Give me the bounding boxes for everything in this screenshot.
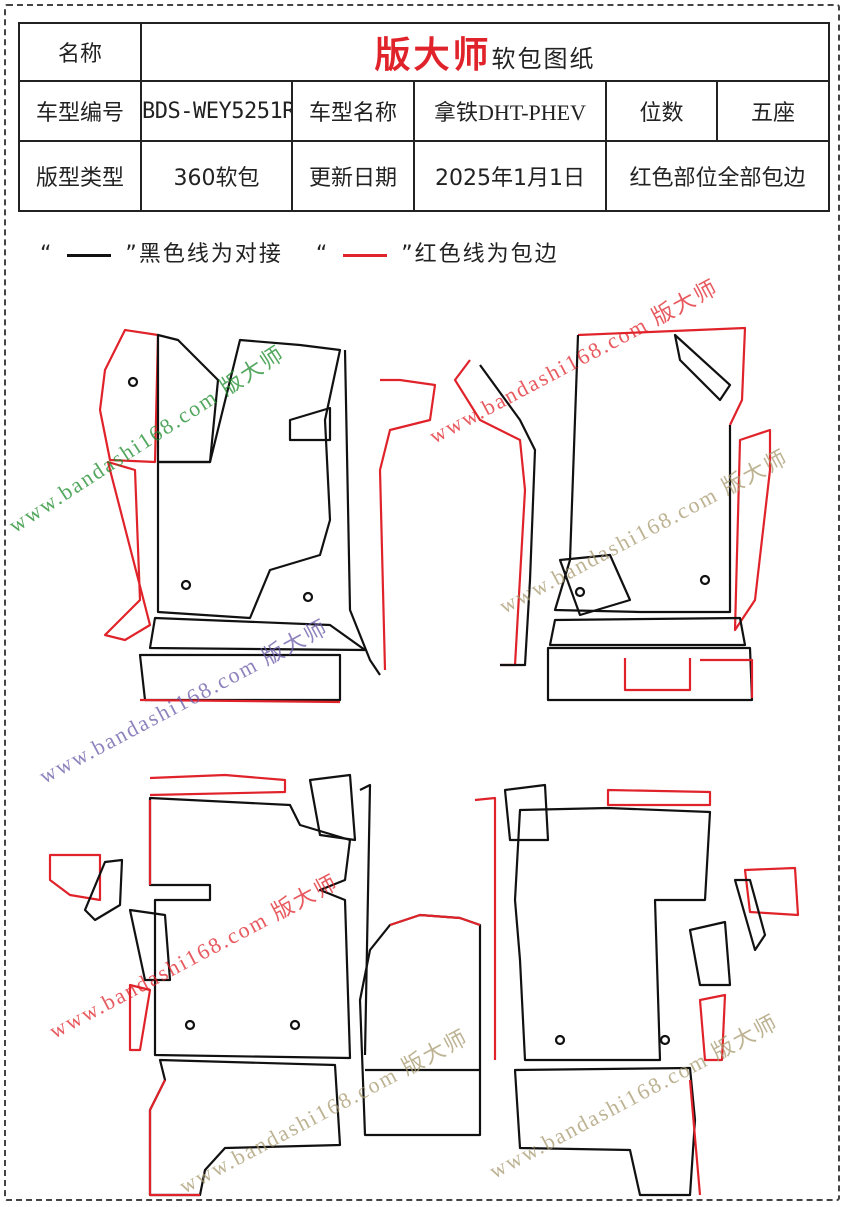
name-label: 名称 [18,22,142,82]
seats-value: 五座 [715,80,831,142]
quote: “ [40,242,54,267]
update-date: 2025年1月1日 [413,140,607,212]
page-border [4,4,840,1201]
model-code-label: 车型编号 [18,80,142,142]
model-name: 拿铁DHT-PHEV [413,80,607,142]
black-line-text: 黑色线为对接 [138,242,283,267]
model-code: BDS-WEY5251R [140,80,293,142]
rear-right-mat [474,783,800,1197]
red-line-sample [343,253,388,257]
front-left-mat [98,328,437,704]
model-name-label: 车型名称 [291,80,415,142]
red-line-text: 红色线为包边 [414,242,559,267]
center-tunnel-mat [358,913,482,1137]
info-table: 名称 版大师软包图纸 车型编号 BDS-WEY5251R 车型名称 拿铁DHT-… [18,22,831,212]
rear-left-mat [48,773,372,1197]
quote: ” [125,242,139,267]
black-line-sample [67,253,112,257]
front-right-mat [453,326,772,702]
type-label: 版型类型 [18,140,142,212]
type-value: 360软包 [140,140,293,212]
title-cell: 版大师软包图纸 [139,22,831,82]
brand-title: 版大师 [374,35,492,76]
title-suffix: 软包图纸 [491,45,596,73]
update-label: 更新日期 [291,140,415,212]
quote: ” [401,242,415,267]
seats-label: 位数 [605,80,718,142]
line-legend: “”黑色线为对接 “”红色线为包边 [40,236,559,268]
note: 红色部位全部包边 [604,140,831,212]
quote: “ [315,242,330,267]
